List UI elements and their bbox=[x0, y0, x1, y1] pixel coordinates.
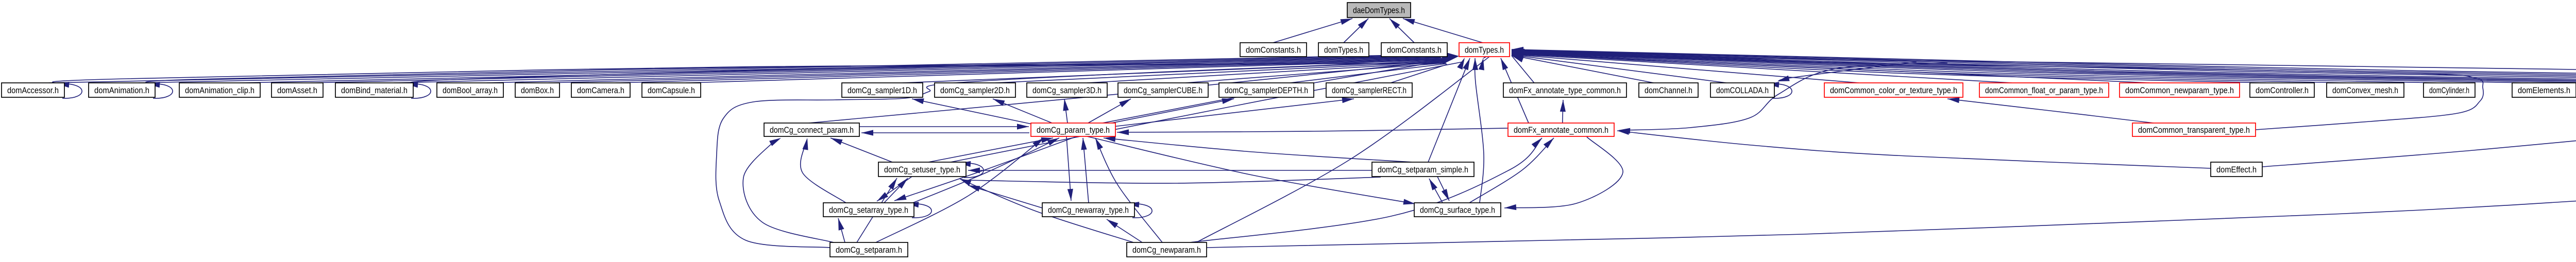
svg-text:domCg_samplerDEPTH.h: domCg_samplerDEPTH.h bbox=[1225, 85, 1308, 95]
svg-text:domCg_setparam.h: domCg_setparam.h bbox=[836, 245, 902, 255]
svg-text:domConvex_mesh.h: domConvex_mesh.h bbox=[2332, 85, 2398, 95]
svg-text:domAnimation_clip.h: domAnimation_clip.h bbox=[185, 85, 255, 95]
svg-text:domFx_annotate_common.h: domFx_annotate_common.h bbox=[1514, 125, 1608, 135]
svg-text:domAccessor.h: domAccessor.h bbox=[7, 85, 59, 95]
svg-text:domCg_surface_type.h: domCg_surface_type.h bbox=[1420, 205, 1495, 215]
svg-text:domTypes.h: domTypes.h bbox=[1324, 45, 1363, 55]
svg-text:domFx_annotate_type_common.h: domFx_annotate_type_common.h bbox=[1509, 85, 1621, 95]
svg-text:domCg_newparam.h: domCg_newparam.h bbox=[1132, 245, 1201, 255]
svg-text:domElements.h: domElements.h bbox=[2518, 85, 2570, 95]
svg-text:domCg_connect_param.h: domCg_connect_param.h bbox=[770, 125, 854, 135]
svg-text:domCg_param_type.h: domCg_param_type.h bbox=[1037, 125, 1110, 135]
svg-text:domCg_samplerCUBE.h: domCg_samplerCUBE.h bbox=[1124, 85, 1202, 95]
svg-text:domCg_setparam_simple.h: domCg_setparam_simple.h bbox=[1378, 165, 1468, 174]
svg-text:domCommon_transparent_type.h: domCommon_transparent_type.h bbox=[2138, 125, 2250, 135]
svg-text:domCommon_float_or_param_type.: domCommon_float_or_param_type.h bbox=[1985, 85, 2103, 95]
svg-text:domConstants.h: domConstants.h bbox=[1387, 45, 1442, 55]
svg-text:domEffect.h: domEffect.h bbox=[2216, 165, 2257, 174]
svg-text:domCOLLADA.h: domCOLLADA.h bbox=[1716, 85, 1769, 95]
svg-text:domCommon_color_or_texture_typ: domCommon_color_or_texture_type.h bbox=[1830, 85, 1957, 95]
svg-text:domController.h: domController.h bbox=[2256, 85, 2309, 95]
svg-text:domTypes.h: domTypes.h bbox=[1465, 45, 1504, 55]
svg-text:domAnimation.h: domAnimation.h bbox=[94, 85, 149, 95]
svg-text:domCg_sampler2D.h: domCg_sampler2D.h bbox=[940, 85, 1010, 95]
svg-text:domConstants.h: domConstants.h bbox=[1246, 45, 1301, 55]
svg-text:domCg_newarray_type.h: domCg_newarray_type.h bbox=[1048, 205, 1129, 215]
svg-text:domCg_sampler3D.h: domCg_sampler3D.h bbox=[1032, 85, 1101, 95]
svg-text:domCommon_newparam_type.h: domCommon_newparam_type.h bbox=[2125, 85, 2234, 95]
svg-text:domBool_array.h: domBool_array.h bbox=[443, 85, 498, 95]
svg-text:domCg_sampler1D.h: domCg_sampler1D.h bbox=[848, 85, 917, 95]
svg-text:daeDomTypes.h: daeDomTypes.h bbox=[1353, 6, 1405, 15]
svg-text:domBox.h: domBox.h bbox=[521, 85, 554, 95]
svg-text:domCg_samplerRECT.h: domCg_samplerRECT.h bbox=[1332, 85, 1406, 95]
svg-text:domChannel.h: domChannel.h bbox=[1645, 85, 1692, 95]
svg-text:domCylinder.h: domCylinder.h bbox=[2429, 85, 2469, 95]
svg-text:domCg_setuser_type.h: domCg_setuser_type.h bbox=[884, 165, 960, 174]
svg-text:domCamera.h: domCamera.h bbox=[577, 85, 624, 95]
svg-text:domCapsule.h: domCapsule.h bbox=[648, 85, 695, 95]
svg-text:domBind_material.h: domBind_material.h bbox=[341, 85, 408, 95]
svg-text:domCg_setarray_type.h: domCg_setarray_type.h bbox=[829, 205, 908, 215]
svg-text:domAsset.h: domAsset.h bbox=[277, 85, 317, 95]
